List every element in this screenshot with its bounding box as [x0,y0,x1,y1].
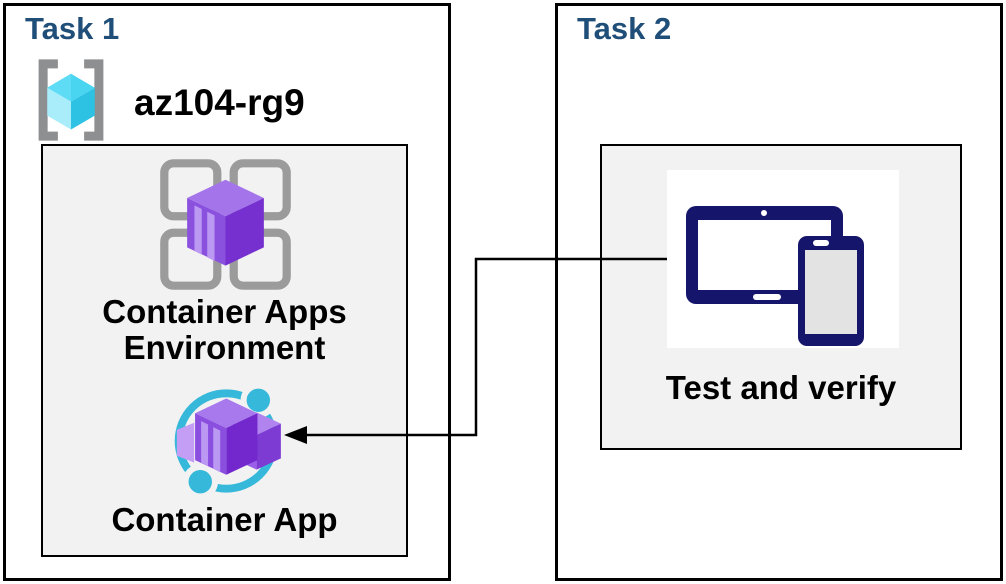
task2-title: Task 2 [577,11,672,46]
environment-label: Container Apps Environment [102,293,347,366]
task1-inner-box: Container Apps Environment Container [41,144,408,557]
test-and-verify-label: Test and verify [665,369,897,406]
tablet-and-phone-icon [686,206,864,346]
test-icon-card [667,170,899,348]
task1-title: Task 1 [25,11,120,46]
resource-group-name: az104-rg9 [134,82,305,123]
container-app-label: Container App [111,501,338,538]
azure-resource-group-icon [38,59,104,141]
container-apps-environment-icon [160,159,291,290]
task2-inner-box: Test and verify [600,144,962,450]
task2-panel: Task 2 Test and verify [555,3,1003,581]
container-app-icon [174,382,281,500]
resource-group-header: az104-rg9 [30,58,305,142]
task1-panel: Task 1 az104-rg9 [3,3,451,581]
